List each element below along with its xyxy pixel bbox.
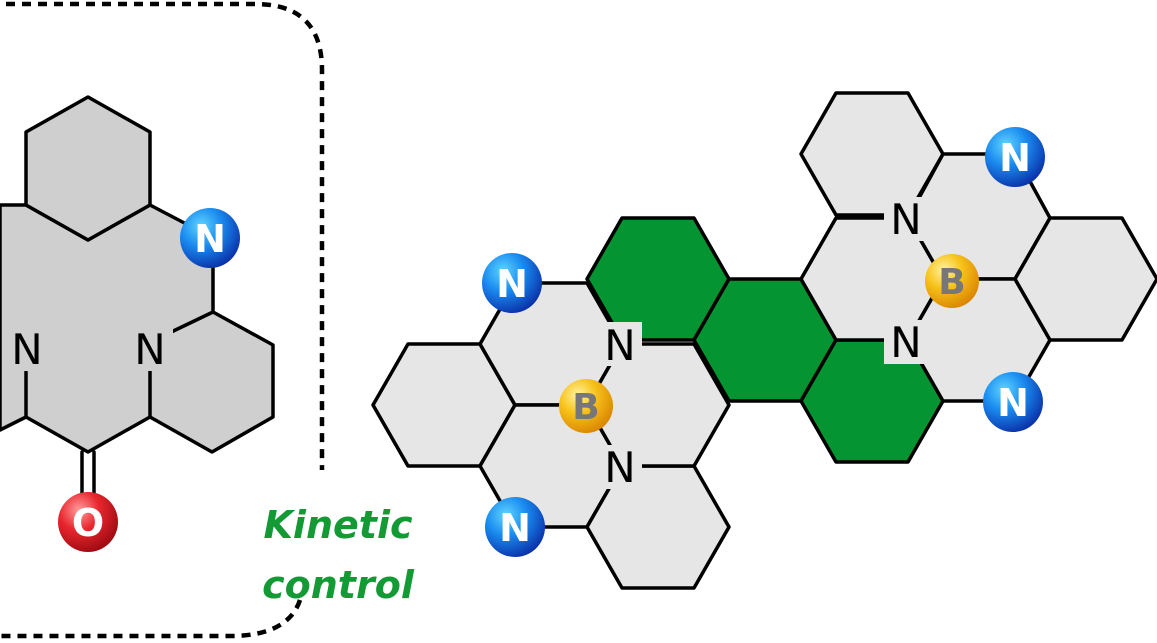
dashed-frame [0,1,325,639]
caption-line-1: Kinetic [263,503,412,547]
oxygen-ball [58,492,118,552]
right-n-ball-3 [985,127,1045,187]
left-ring-top [24,95,152,242]
right-n-ball-2-label: N [499,506,531,550]
right-n-ball-4-label: N [997,381,1029,425]
caption-line-2: control [262,563,415,607]
left-n-left: N [11,325,42,374]
boron-ball-2-label: B [938,262,965,303]
left-molecule: N N N O [0,95,275,552]
right-n-1-bg [598,322,642,366]
left-n-ball [180,208,240,268]
right-n-3-bg [884,197,928,241]
left-n-right-bg [127,325,173,371]
right-ring-far-right [1013,216,1157,342]
right-n-4: N [890,318,921,367]
right-n-1: N [604,321,635,370]
left-n-right: N [134,325,165,374]
left-n-ball-label: N [194,217,226,261]
right-n-2: N [604,443,635,492]
boron-ball-1 [559,379,613,433]
left-n-left-bg [4,325,50,371]
right-n-ball-1 [482,253,542,313]
right-n-3: N [890,195,921,244]
right-n-4-bg [884,320,928,364]
right-molecule: N N N N B B N N N N [371,91,1157,590]
right-n-ball-2 [485,497,545,557]
right-n-2-bg [598,445,642,489]
oxygen-ball-label: O [72,501,104,545]
boron-ball-2 [925,254,979,308]
boron-ball-1-label: B [572,387,599,428]
right-n-ball-3-label: N [999,136,1031,180]
right-n-ball-1-label: N [496,262,528,306]
right-n-ball-4 [983,372,1043,432]
